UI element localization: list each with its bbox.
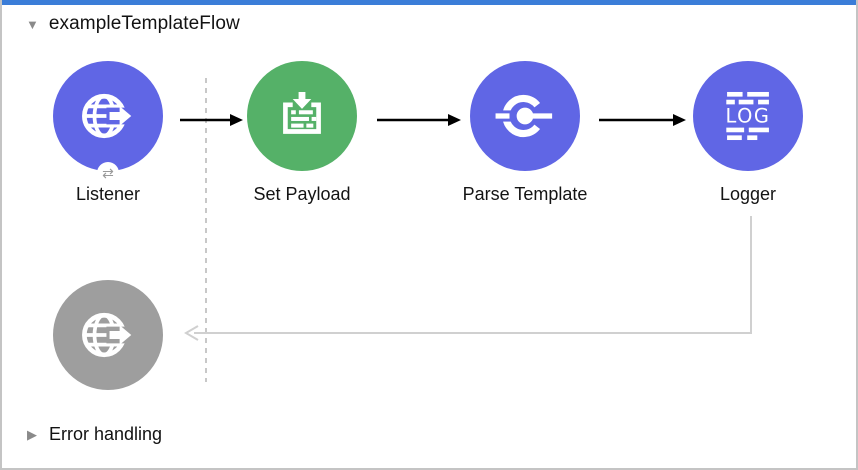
- flow-header: ▼ exampleTemplateFlow: [26, 13, 240, 35]
- listener-node-circle[interactable]: [53, 61, 163, 171]
- set-payload-node-circle[interactable]: [247, 61, 357, 171]
- set-payload-icon: [283, 91, 321, 134]
- node-parse-template: Parse Template: [445, 61, 605, 205]
- node-listener: ⇄ Listener: [28, 61, 188, 205]
- node-logger: LOG Logger: [668, 61, 828, 205]
- error-handling-header: ▶ Error handling: [27, 424, 162, 445]
- flow-collapse-arrow-icon[interactable]: ▼: [26, 16, 39, 32]
- node-label: Set Payload: [253, 184, 351, 204]
- http-listener-icon: [82, 312, 133, 358]
- exchange-badge[interactable]: ⇄: [97, 162, 119, 184]
- window-accent-bar: [2, 0, 856, 5]
- http-listener-icon: [82, 93, 133, 139]
- node-label: Parse Template: [462, 184, 588, 204]
- parse-template-icon: [494, 94, 553, 138]
- node-label: Listener: [75, 184, 141, 204]
- svg-text:LOG: LOG: [726, 105, 771, 128]
- logger-node-circle[interactable]: LOG: [693, 61, 803, 171]
- parse-template-node-circle[interactable]: [470, 61, 580, 171]
- node-label: Logger: [719, 184, 777, 204]
- error-handling-title[interactable]: Error handling: [49, 424, 163, 444]
- error-handling-expand-arrow-icon[interactable]: ▶: [27, 427, 37, 442]
- connector-return-line: [184, 216, 752, 341]
- exchange-arrows-icon: ⇄: [102, 165, 114, 181]
- node-set-payload: Set Payload: [222, 61, 382, 205]
- node-ghost-listener: [28, 280, 188, 390]
- logger-icon: LOG: [726, 91, 771, 141]
- flow-title[interactable]: exampleTemplateFlow: [48, 13, 240, 34]
- ghost-listener-node-circle[interactable]: [53, 280, 163, 390]
